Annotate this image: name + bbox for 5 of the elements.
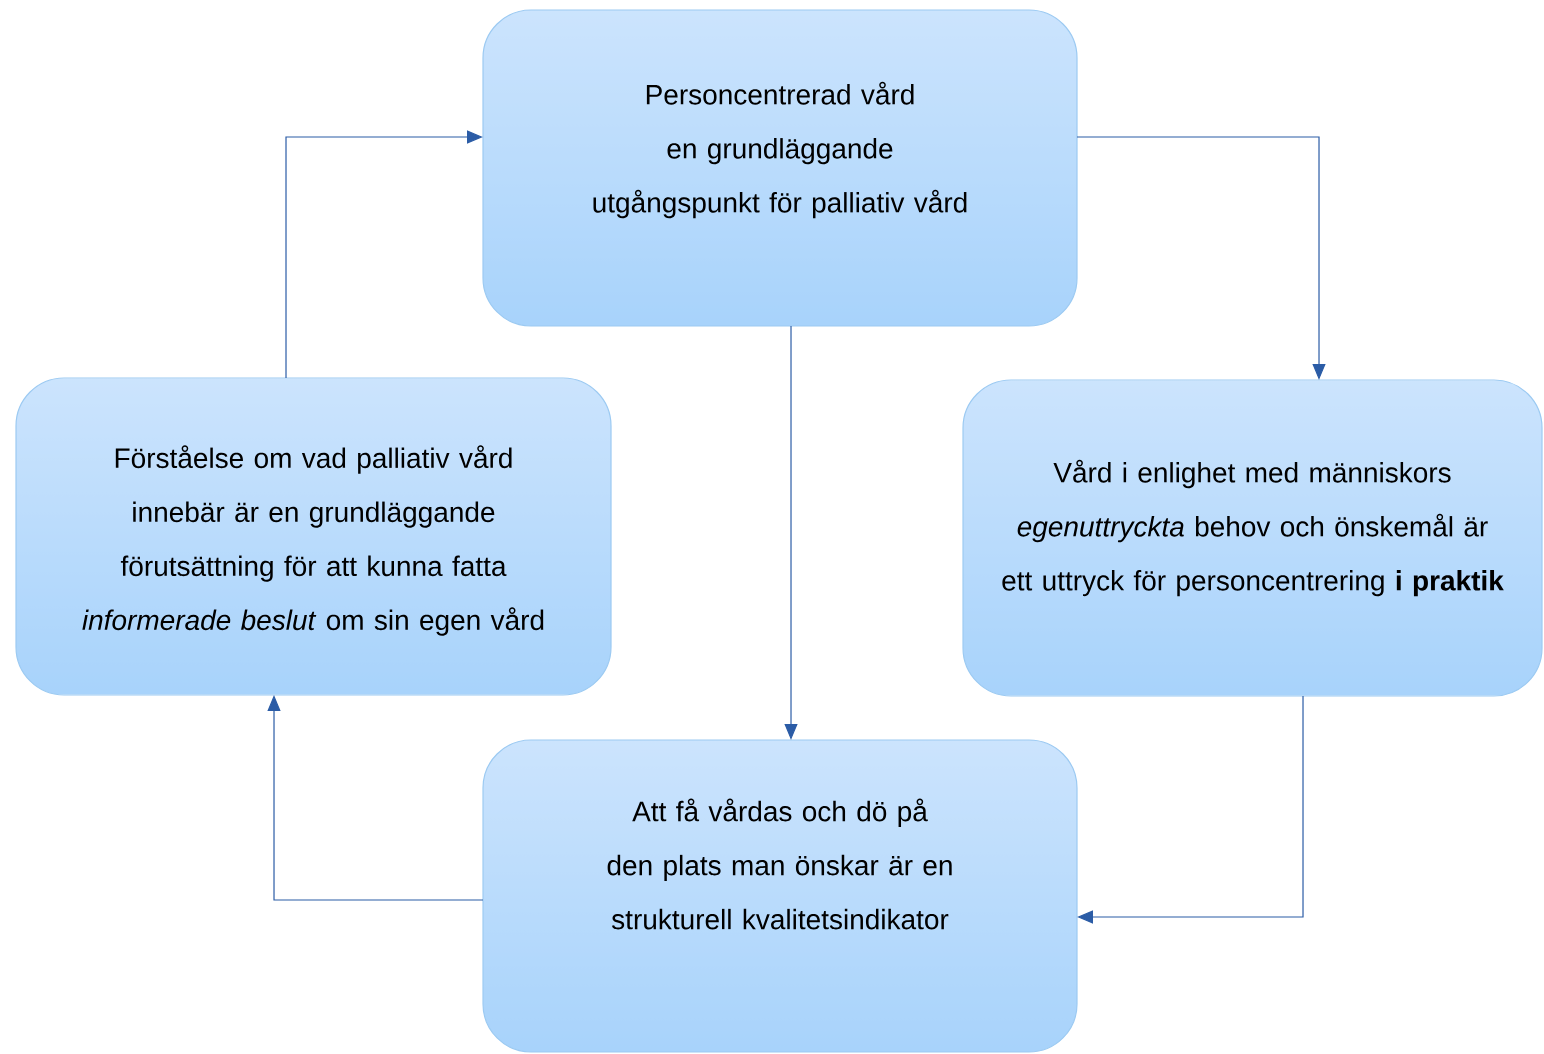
process-box: Att få vårdas och dö på den plats man önskar är en strukturell kvalitetsindikator bbox=[482, 739, 1078, 1053]
arrow bbox=[285, 130, 483, 379]
process-box: Förståelse om vad palliativ vård innebär är en grundläggande förutsättning för att kunna fatta informerade beslut om sin egen vård bbox=[15, 377, 612, 696]
process-box: Personcentrerad vård en grundläggande utgångspunkt för palliativ vård bbox=[482, 9, 1078, 327]
process-box: Vård i enlighet med människors egenuttryckta behov och önskemål är ett uttryck för personcentrering i praktik bbox=[962, 379, 1543, 697]
